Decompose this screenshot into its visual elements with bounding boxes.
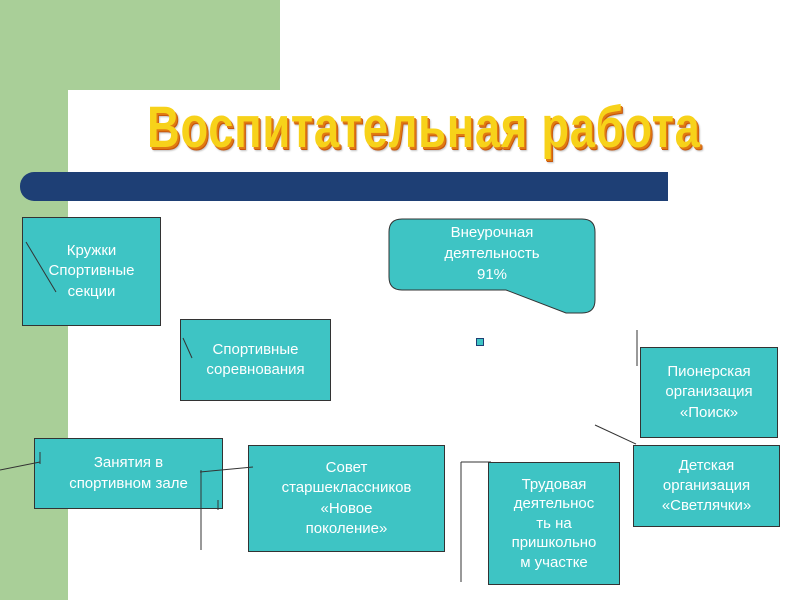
box-pioner: Пионерская организация «Поиск» xyxy=(640,347,778,438)
box-sorevnovaniya: Спортивные соревнования xyxy=(180,319,331,401)
box-svetlyachki-label: Детская организация «Светлячки» xyxy=(661,456,752,515)
box-kruzhki: Кружки Спортивные секции xyxy=(22,217,161,326)
box-svetlyachki: Детская организация «Светлячки» xyxy=(633,445,780,527)
box-sovet: Совет старшеклассников «Новое поколение» xyxy=(248,445,445,552)
callout-text: Внеурочная деятельность 91% xyxy=(444,224,540,283)
box-zanyatiya: Занятия в спортивном зале xyxy=(34,438,223,509)
box-pioner-label: Пионерская организация «Поиск» xyxy=(665,363,753,421)
callout-shape xyxy=(388,218,596,314)
divider-bar xyxy=(20,172,668,201)
small-marker xyxy=(476,338,484,346)
slide-title: Воспитательная работа xyxy=(147,95,701,160)
box-kruzhki-label: Кружки Спортивные секции xyxy=(48,242,135,300)
box-sovet-label: Совет старшеклассников «Новое поколение» xyxy=(281,459,412,537)
box-trud: Трудовая деятельнос ть на пришкольно м у… xyxy=(488,462,620,585)
box-sorevnovaniya-label: Спортивные соревнования xyxy=(206,340,305,378)
box-zanyatiya-label: Занятия в спортивном зале xyxy=(69,454,188,492)
green-corner-block xyxy=(68,0,280,90)
box-trud-label: Трудовая деятельнос ть на пришкольно м у… xyxy=(511,475,597,571)
